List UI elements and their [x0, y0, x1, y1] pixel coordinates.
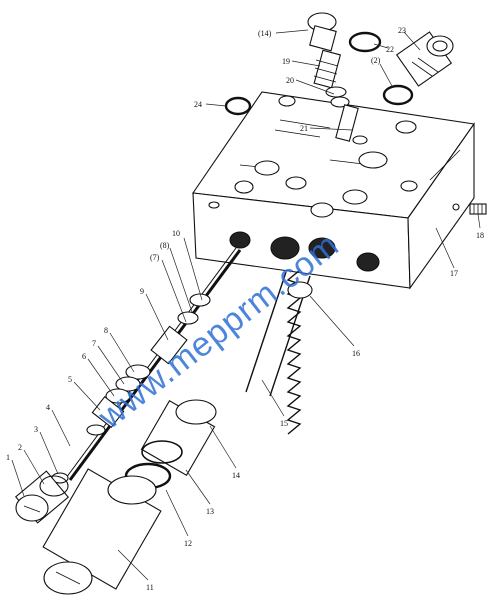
- label-3: 3: [34, 425, 38, 434]
- label-6: 6: [82, 352, 86, 361]
- label-14p: (14): [258, 29, 272, 38]
- label-23: 23: [398, 26, 406, 35]
- label-21: 21: [300, 124, 308, 133]
- part-labels: (14) 19 20 21 22 (2) 23 24 17 18 16 15 1…: [6, 26, 484, 592]
- o-ring-2-top: [382, 84, 414, 106]
- label-10: 10: [172, 229, 180, 238]
- end-cap-1: [14, 470, 70, 524]
- label-16: 16: [352, 349, 360, 358]
- label-13: 13: [206, 507, 214, 516]
- label-17: 17: [450, 269, 458, 278]
- label-7p: (7): [150, 253, 160, 262]
- upper-valve-stack: [307, 12, 368, 145]
- label-20: 20: [286, 76, 294, 85]
- label-8: 8: [104, 326, 108, 335]
- label-5: 5: [68, 375, 72, 384]
- leader-lines: [11, 29, 481, 581]
- spring-piston-assembly: [42, 269, 313, 595]
- label-15: 15: [280, 419, 288, 428]
- spool-rod-assembly: [51, 247, 242, 484]
- label-24: 24: [194, 100, 202, 109]
- label-19: 19: [282, 57, 290, 66]
- label-22: 22: [386, 45, 394, 54]
- plug-fitting-23: [395, 31, 454, 87]
- label-9: 9: [140, 287, 144, 296]
- label-14: 14: [232, 471, 240, 480]
- screw-18: [469, 203, 487, 215]
- label-4: 4: [46, 403, 50, 412]
- label-18: 18: [476, 231, 484, 240]
- label-11: 11: [146, 583, 154, 592]
- label-8p: (8): [160, 241, 170, 250]
- label-2p: (2): [371, 56, 381, 65]
- valve-body-block: [192, 91, 475, 290]
- label-7: 7: [92, 339, 96, 348]
- label-2: 2: [18, 443, 22, 452]
- o-ring-22: [348, 31, 382, 53]
- label-1: 1: [6, 453, 10, 462]
- o-ring-24: [224, 96, 252, 116]
- label-12: 12: [184, 539, 192, 548]
